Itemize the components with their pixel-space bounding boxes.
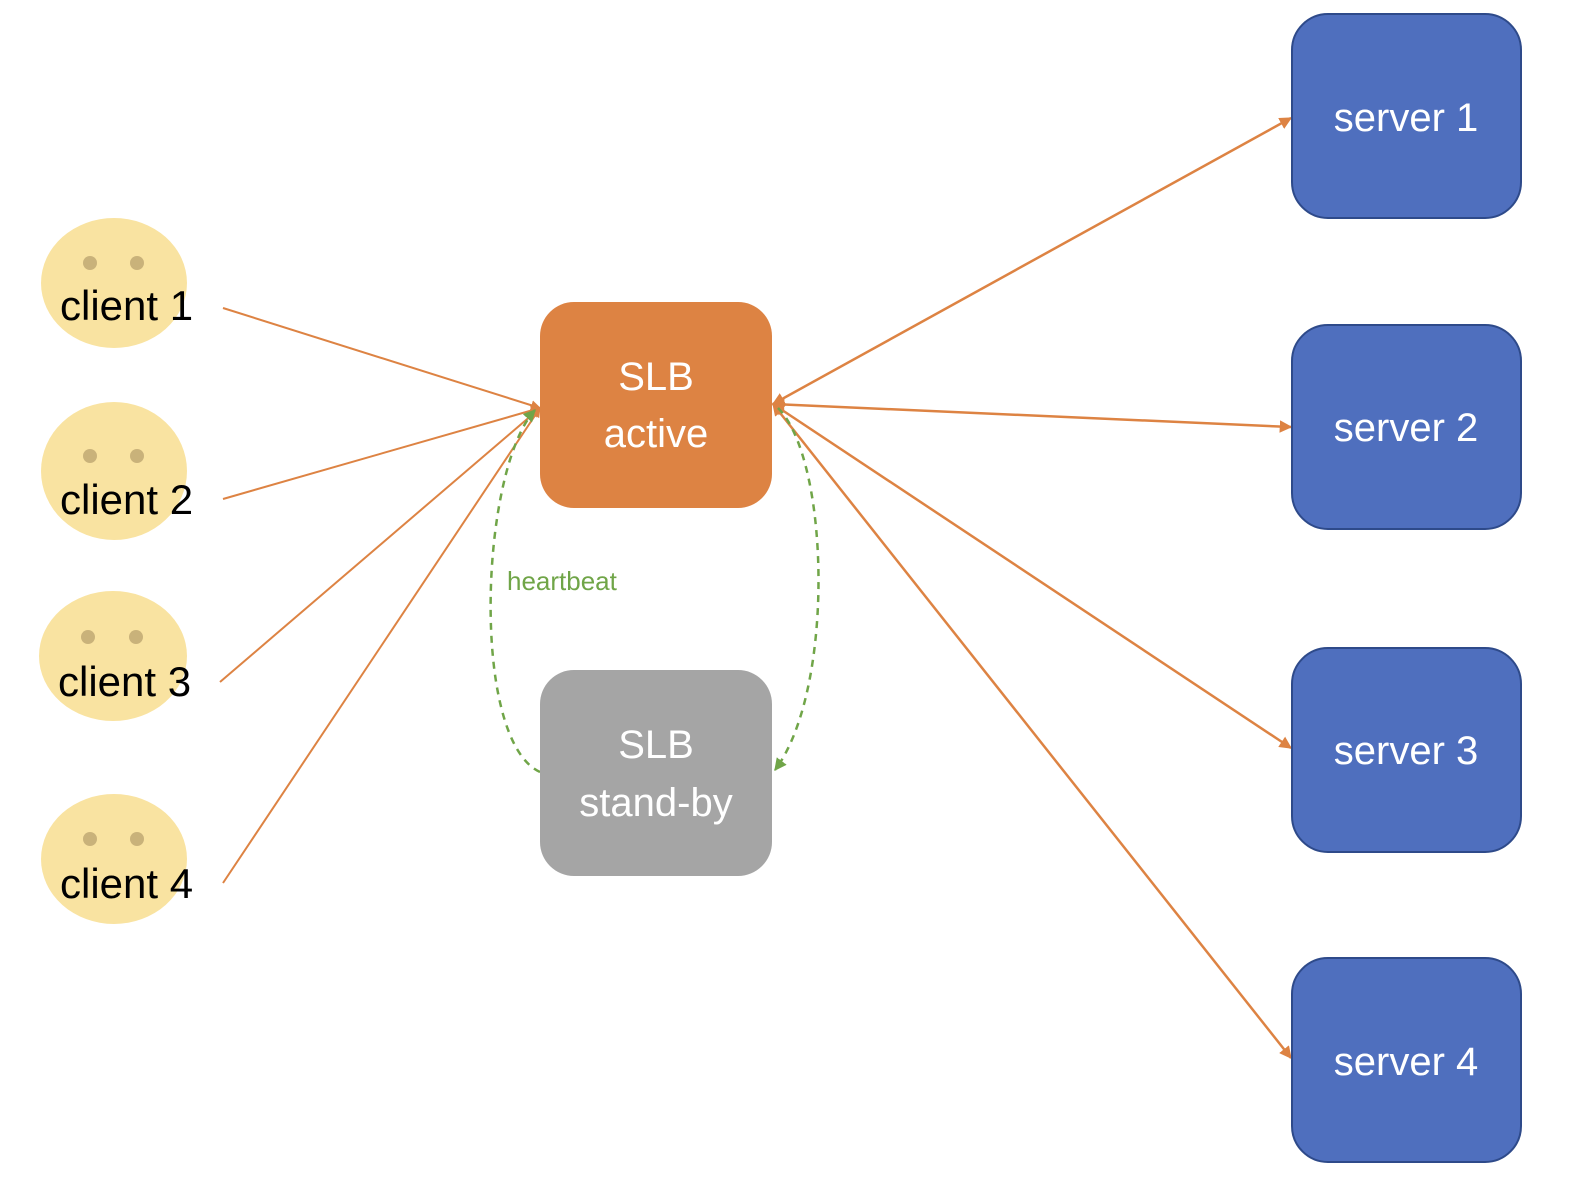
server-4-label: server 4 — [1334, 1040, 1479, 1084]
neutral-face-icon — [41, 402, 187, 540]
heartbeat-curve-left — [489, 409, 541, 774]
client-eye — [81, 630, 95, 644]
client-connections — [219, 307, 541, 884]
heartbeat-curve-right — [773, 407, 820, 772]
server-3: server 3 — [1291, 647, 1522, 853]
slb-standby-title: SLB — [618, 723, 694, 767]
server-4: server 4 — [1291, 957, 1522, 1163]
slb-standby-box — [540, 670, 772, 876]
client-4-connection — [222, 407, 541, 884]
neutral-face-icon — [41, 218, 187, 348]
server-2-connection — [771, 398, 1293, 433]
server-4-box — [1291, 957, 1522, 1163]
server-3-label: server 3 — [1334, 729, 1479, 773]
server-4-connection — [772, 403, 1292, 1059]
client-eye — [130, 449, 144, 463]
client-eye — [129, 630, 143, 644]
heartbeat-label: heartbeat — [507, 566, 618, 596]
client-eye — [83, 832, 97, 846]
server-1-label: server 1 — [1334, 96, 1479, 140]
client-eye — [130, 256, 144, 270]
server-1: server 1 — [1291, 13, 1522, 219]
client-4-label: client 4 — [60, 860, 193, 907]
client-3-connection — [219, 407, 541, 683]
server-3-connection — [771, 402, 1293, 750]
slb-active-status: active — [604, 412, 709, 456]
client-2: client 2 — [41, 402, 193, 540]
slb-active-node: SLB active — [540, 302, 772, 508]
client-eye — [83, 449, 97, 463]
server-connections — [771, 116, 1293, 1059]
client-1: client 1 — [41, 218, 193, 348]
server-1-box — [1291, 13, 1522, 219]
client-1-label: client 1 — [60, 282, 193, 329]
heartbeat-links — [489, 407, 820, 774]
client-3: client 3 — [39, 591, 191, 721]
client-2-connection — [222, 405, 541, 500]
client-2-label: client 2 — [60, 476, 193, 523]
server-2-label: server 2 — [1334, 406, 1479, 450]
server-1-connection — [771, 116, 1293, 406]
server-3-box — [1291, 647, 1522, 853]
client-3-label: client 3 — [58, 658, 191, 705]
server-2: server 2 — [1291, 324, 1522, 530]
client-eye — [83, 256, 97, 270]
server-2-box — [1291, 324, 1522, 530]
neutral-face-icon — [39, 591, 187, 721]
slb-standby-status: stand-by — [579, 781, 732, 825]
client-4: client 4 — [41, 794, 193, 924]
client-eye — [130, 832, 144, 846]
client-1-connection — [222, 307, 541, 411]
slb-active-title: SLB — [618, 355, 694, 399]
neutral-face-icon — [41, 794, 187, 924]
slb-active-box — [540, 302, 772, 508]
slb-standby-node: SLB stand-by — [540, 670, 772, 876]
